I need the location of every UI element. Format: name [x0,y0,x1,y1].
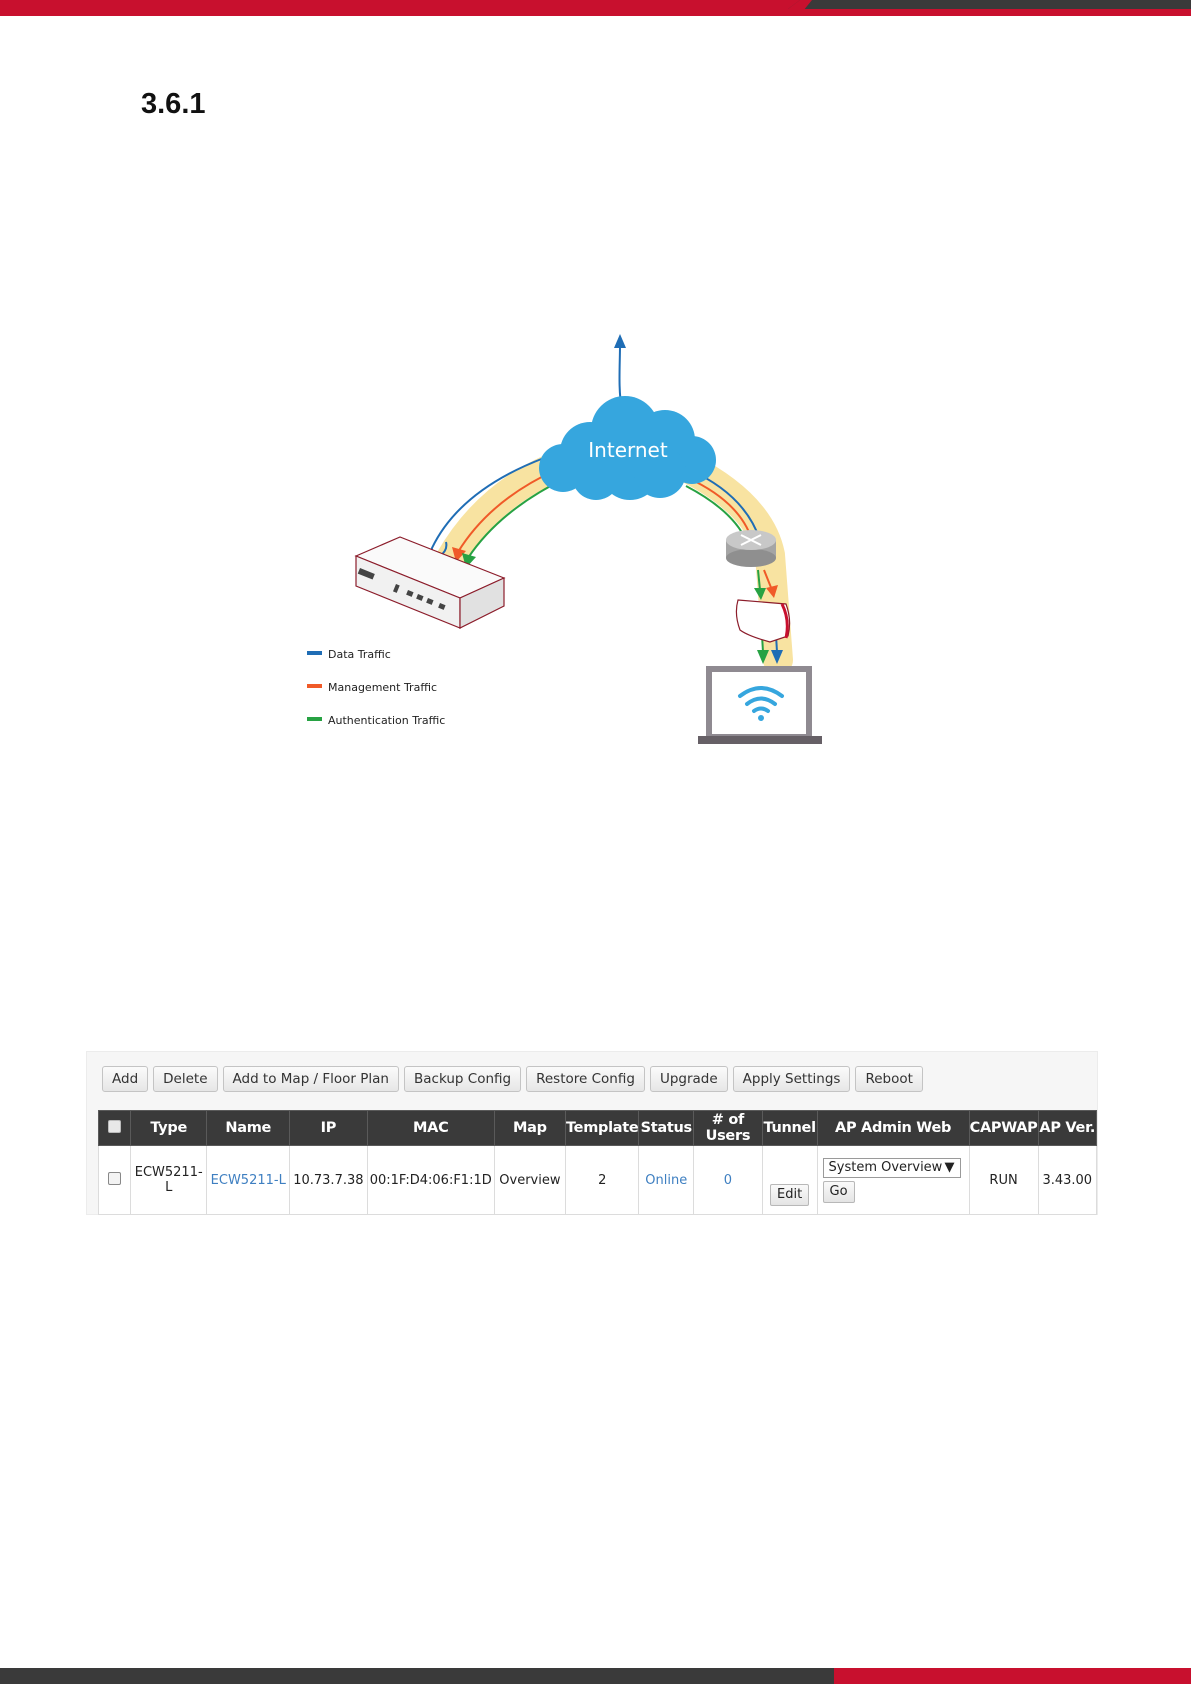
reboot-button[interactable]: Reboot [855,1066,923,1092]
cell-mac: 00:1F:D4:06:F1:1D [366,1145,495,1215]
access-point-icon [735,599,791,643]
row-select-cell [98,1145,131,1215]
go-button[interactable]: Go [822,1180,855,1203]
header-capwap[interactable]: CAPWAP [968,1110,1039,1146]
cell-type-line2: L [165,1180,173,1195]
ap-table: Type Name IP MAC Map Template Status # o… [98,1110,1097,1215]
header-ap-admin-web[interactable]: AP Admin Web [816,1110,970,1146]
legend-swatch-authentication [307,717,322,721]
admin-web-selected-value: System Overview [828,1160,943,1175]
dropdown-arrow-icon: ▼ [944,1160,955,1175]
legend-label-data: Data Traffic [328,648,391,661]
add-button[interactable]: Add [102,1066,149,1092]
header-type[interactable]: Type [129,1110,208,1146]
laptop-icon [698,666,822,744]
legend-label-management: Management Traffic [328,681,437,694]
table-header-row: Type Name IP MAC Map Template Status # o… [98,1110,1097,1146]
upgrade-button[interactable]: Upgrade [649,1066,728,1092]
gateway-appliance-icon [354,536,506,629]
backup-config-button[interactable]: Backup Config [404,1066,522,1092]
table-row: ECW5211- L ECW5211-L 10.73.7.38 00:1F:D4… [98,1145,1097,1215]
header-map[interactable]: Map [493,1110,567,1146]
router-icon [726,530,776,567]
header-ap-version[interactable]: AP Ver. [1037,1110,1097,1146]
ap-list-panel: Add Delete Add to Map / Floor Plan Backu… [86,1051,1098,1215]
cell-tunnel: Edit [761,1145,818,1215]
header-ip[interactable]: IP [289,1110,368,1146]
cell-ip: 10.73.7.38 [289,1145,368,1215]
ap-name-link[interactable]: ECW5211-L [210,1172,286,1188]
cell-name: ECW5211-L [206,1145,291,1215]
cell-status: Online [638,1145,695,1215]
header-template[interactable]: Template [565,1110,640,1146]
restore-config-button[interactable]: Restore Config [526,1066,645,1092]
header-name[interactable]: Name [206,1110,291,1146]
cell-capwap: RUN [968,1145,1039,1215]
add-to-map-button[interactable]: Add to Map / Floor Plan [222,1066,399,1092]
header-mac[interactable]: MAC [366,1110,495,1146]
cell-type: ECW5211- L [129,1145,208,1215]
users-link[interactable]: 0 [723,1172,733,1188]
legend: Data Traffic Management Traffic Authenti… [307,648,445,727]
header-status[interactable]: Status [638,1110,695,1146]
legend-label-authentication: Authentication Traffic [328,714,445,727]
section-heading: 3.6.1 [141,88,206,120]
cell-type-line1: ECW5211- [134,1165,203,1180]
toolbar: Add Delete Add to Map / Floor Plan Backu… [102,1066,923,1092]
admin-web-select[interactable]: System Overview ▼ [822,1157,961,1178]
header-users[interactable]: # of Users [693,1110,763,1146]
wifi-icon [738,686,784,713]
footer-band [0,1668,1191,1684]
header-band [0,0,1191,16]
cell-template: 2 [565,1145,640,1215]
row-checkbox[interactable] [107,1171,121,1185]
cloud-label: Internet [588,438,668,462]
status-link[interactable]: Online [645,1172,688,1188]
cell-ap-version: 3.43.00 [1037,1145,1097,1215]
cell-map: Overview [493,1145,567,1215]
delete-button[interactable]: Delete [153,1066,218,1092]
cell-users: 0 [693,1145,763,1215]
header-tunnel[interactable]: Tunnel [761,1110,818,1146]
cell-ap-admin-web: System Overview ▼ Go [816,1145,970,1215]
select-all-checkbox[interactable] [107,1119,121,1133]
apply-settings-button[interactable]: Apply Settings [732,1066,851,1092]
tunnel-edit-button[interactable]: Edit [770,1184,810,1206]
legend-swatch-data [307,651,322,655]
internet-cloud-icon: Internet [539,396,716,500]
legend-swatch-management [307,684,322,688]
select-all-header [98,1110,131,1146]
